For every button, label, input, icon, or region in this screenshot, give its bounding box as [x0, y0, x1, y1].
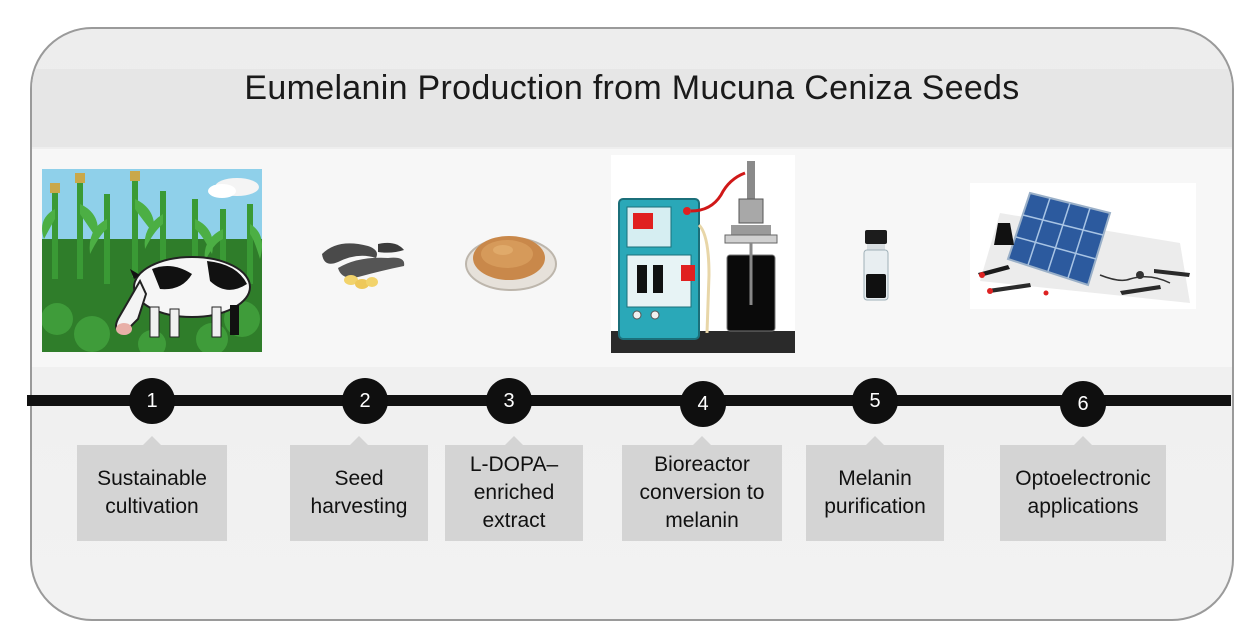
mucuna-pods-and-seeds-illustration: [322, 242, 405, 289]
step-label-2: Seed harvesting: [290, 436, 428, 541]
step-label-6: Optoelectronic applications: [1000, 436, 1166, 541]
timeline-line: [27, 395, 1231, 406]
step-number-4: 4: [680, 381, 726, 427]
step-number-3: 3: [486, 378, 532, 424]
step-label-4: Bioreactor conversion to melanin: [622, 436, 782, 541]
solar-panel-devices-illustration: [970, 183, 1196, 309]
step-label-1: Sustainable cultivation: [77, 436, 227, 541]
melanin-vial-illustration: [863, 230, 889, 301]
diagram-title: Eumelanin Production from Mucuna Ceniza …: [244, 69, 1020, 107]
bioreactor-illustration: [611, 155, 795, 353]
extract-dish-illustration: [465, 236, 557, 291]
step-number-6: 6: [1060, 381, 1106, 427]
step-label-5: Melanin purification: [806, 436, 944, 541]
step-label-3: L-DOPA–enriched extract: [445, 436, 583, 541]
title-band: [32, 69, 1232, 147]
cow-in-cornfield-illustration: [42, 169, 262, 352]
step-number-1: 1: [129, 378, 175, 424]
step-number-5: 5: [852, 378, 898, 424]
step-number-2: 2: [342, 378, 388, 424]
